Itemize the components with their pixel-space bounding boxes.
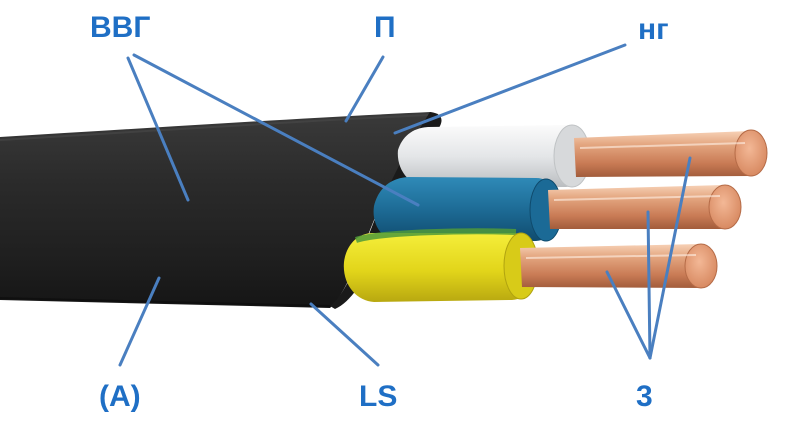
copper-conductor-top xyxy=(574,129,768,177)
blue-core xyxy=(373,177,563,243)
label-p: П xyxy=(374,11,396,44)
yellow-green-core xyxy=(343,228,539,302)
pointer-ng-to-white-core xyxy=(393,43,627,135)
pointer-3-to-bottom-conductor xyxy=(605,270,652,360)
pointer-p-to-sheath xyxy=(344,55,385,123)
copper-conductor-bottom xyxy=(520,243,718,289)
label-ng: нг xyxy=(638,13,669,46)
label-vvg: ВВГ xyxy=(90,11,151,44)
pointer-lines xyxy=(118,43,692,367)
copper-conductor-middle xyxy=(548,184,742,230)
label-a: (А) xyxy=(99,380,141,413)
pointer-3-to-top-conductor xyxy=(648,156,692,360)
label-ls: LS xyxy=(359,380,398,413)
pointer-a-to-sheath xyxy=(118,276,161,367)
pointer-vvg-to-sheath xyxy=(126,56,190,202)
pointer-3-to-middle-conductor xyxy=(646,210,652,360)
label-3: 3 xyxy=(636,380,653,413)
pointer-vvg-to-blue-core xyxy=(132,53,420,207)
pointer-ls-to-sheath xyxy=(309,302,380,367)
